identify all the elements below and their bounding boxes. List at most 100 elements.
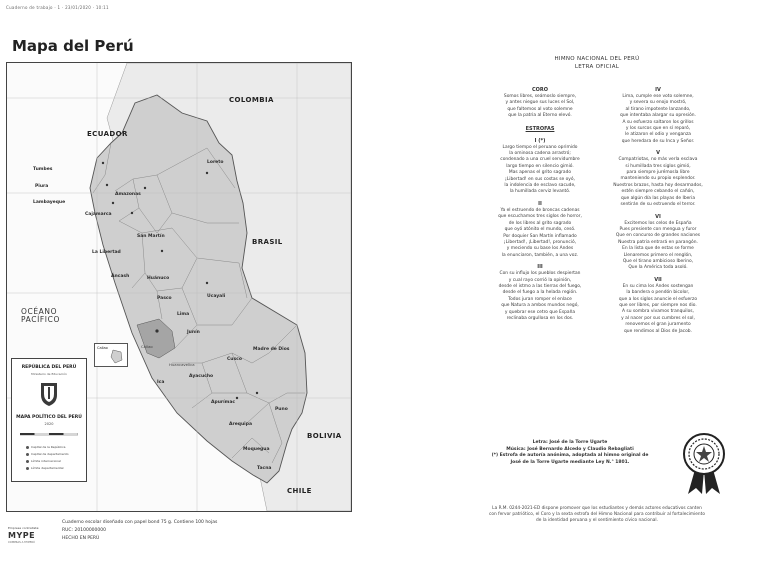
footer-line-2: RUC: 20100000000 [62, 528, 107, 533]
verse-line: Lima, cumple ese voto solemne, [622, 94, 694, 99]
verse-line: que faltemos al voto solemne [507, 106, 573, 112]
verse-line: la indolencia de esclavo sacude, [504, 183, 576, 189]
rm-note: La R.M. 0244-2021-ED dispone promover qu… [440, 506, 754, 524]
legend-symbol-intl-limit: Límite internacional [26, 459, 61, 463]
verse-line: condenado a una cruel servidumbre [500, 157, 580, 163]
verse-line: A su sombra vivamos tranquilos, [622, 309, 694, 315]
logo-name: MYPE [8, 531, 36, 540]
region-label-madre-de-dios: Madre de Dios [253, 347, 290, 352]
rm-note-line-1: La R.M. 0244-2021-ED dispone promover qu… [492, 506, 702, 511]
callao-inset-map: Callao [94, 343, 128, 367]
running-header: Cuaderno de trabajo · 1 · 23/01/2020 · 1… [6, 5, 109, 10]
verse-line: que escuchamos tres siglos de horror, [498, 214, 582, 220]
verse-line: y los surcos que en sí reparó, [625, 126, 691, 132]
verse-line: manteniendo su propio esplendor. [620, 176, 696, 182]
legend-symbol-dept-capital: Capital de departamento [26, 452, 69, 456]
footer-line-1: Cuaderno escolar diseñado con papel bond… [62, 520, 218, 525]
verse-line: Que en concurso de grandes naciones [615, 233, 701, 239]
coro-heading: CORO [531, 87, 549, 93]
verse-line: Que el tirano ambicioso Iberino, [622, 258, 694, 264]
verse-line: Nuestros brazos, hasta hoy desarmados, [613, 182, 703, 188]
verse-line: que intentaba alargar su opresión. [620, 113, 696, 119]
verse-line: que a los siglos anuncie el esfuerzo [618, 296, 698, 302]
region-label-piura: Piura [35, 184, 49, 189]
region-label-arequipa: Arequipa [229, 422, 252, 427]
footer-line-3: HECHO EN PERÚ [62, 536, 100, 541]
stanza-number: I (*) [534, 137, 546, 144]
region-label-tumbes: Tumbes [33, 167, 53, 172]
legend-subtitle: Ministerio de Educación [31, 372, 67, 376]
region-label-cusco: Cusco [227, 357, 242, 362]
anthem-subtitle: LETRA OFICIAL [574, 64, 620, 70]
verse-line: la enunciaron, también, a una voz. [501, 252, 579, 258]
verse-line: sentirán de su estruendo el terror. [620, 202, 696, 208]
stanza-number: II [538, 200, 542, 207]
verse-line: la bandera o pendón bicolor, [626, 290, 690, 296]
verse-line: y meciendo su base los Andes [506, 246, 574, 252]
verse-line: renovemos el gran juramento [625, 322, 691, 328]
verse-line: la ominosa cadena arrastró; [509, 151, 571, 157]
verse-line: y severa su enojo mostró, [629, 100, 687, 106]
legend-symbol-dept-limit: Límite departamental [26, 466, 64, 470]
verse-line: al tirano impotente lanzando, [625, 106, 691, 112]
map-legend: REPÚBLICA DEL PERÚ Ministerio de Educaci… [11, 358, 87, 482]
verse-line: para siempre jurémosla libre [626, 170, 690, 176]
verse-line: que ser libres, por siempre nos dio. [619, 302, 697, 308]
verse-line: que oyó atónito el mundo, cesó. [504, 227, 576, 233]
region-label-lambayeque: Lambayeque [33, 200, 66, 205]
region-label-ica: Ica [157, 380, 165, 385]
ocean-label: OCÉANO PACÍFICO [21, 307, 60, 324]
stanza-number: III [537, 264, 543, 271]
region-label-callao: Callao [141, 344, 153, 349]
coro-verses: Somos libres, seámoslo siempre,y antes n… [470, 94, 610, 120]
verse-line: desde el fuego a la helada región. [502, 290, 578, 296]
credit-note-2: José de la Torre Ugarte mediante Ley N.°… [510, 459, 630, 465]
credit-lyrics: Letra: José de la Torre Ugarte [532, 440, 608, 445]
legend-map-title: MAPA POLÍTICO DEL PERÚ [16, 415, 82, 420]
verse-line: ¡Libertad! en sus costas se oyó, [505, 176, 575, 182]
verse-line: Todos juran romper el enlace [508, 296, 572, 302]
legend-symbol-capital: Capital de la República [26, 445, 65, 449]
credit-note-1: (*) Estrofa de autoría anónima, adoptada… [491, 453, 649, 458]
verse-line: que la patria al Eterno elevó. [508, 113, 572, 119]
verse-line: que algún día las playas de Iberia [620, 195, 696, 201]
verse-line: ¡Libertad!, ¡Libertad!, pronunció, [503, 239, 577, 245]
verse-line: reclinaba orgullosa en los dos. [506, 315, 574, 321]
country-label-chile: CHILE [287, 487, 312, 495]
publisher-logo: Empresa contratista: MYPE COMPRAS A MYPE… [8, 518, 58, 548]
inset-label: Callao [97, 346, 108, 350]
verse-line: que rendimos al Dios de Jacob. [624, 328, 692, 334]
stanza-number: V [656, 150, 660, 157]
stanza-number: IV [655, 87, 661, 93]
region-label-junin: Junín [187, 330, 200, 335]
region-label-san-martin: San Martín [137, 234, 165, 239]
scale-bar [20, 433, 78, 436]
map-graphic [7, 63, 351, 511]
verse-line: estén siempre cebando el cañón, [621, 189, 695, 195]
credit-music: Música: José Bernardo Alcedo y Claudio R… [506, 446, 634, 452]
verse-line: y antes niegue sus luces el Sol, [505, 100, 575, 106]
logo-top-text: Empresa contratista: [8, 526, 40, 530]
rm-note-line-3: de la identidad peruana y el sentimiento… [536, 518, 658, 523]
verse-line: y quebrar ese cetro que España [504, 309, 576, 315]
legend-title: REPÚBLICA DEL PERÚ [21, 365, 77, 370]
verse-line: Ya el estruendo de broncas cadenas [500, 207, 580, 213]
verse-line: Llenaremos primero el renglón, [623, 252, 693, 258]
verse-line: Pues presiente con mengua y furor [619, 226, 697, 232]
verse-line: la humillada cerviz levantó. [509, 189, 571, 195]
verse-line: que Natura a ambos mundos negó, [501, 303, 579, 309]
verse-line: Que la América toda asoló. [628, 265, 688, 271]
page-title: Mapa del Perú [12, 37, 134, 55]
region-label-ancash: Áncash [111, 274, 130, 279]
country-label-brasil: BRASIL [252, 238, 283, 246]
country-label-colombia: COLOMBIA [229, 96, 274, 104]
